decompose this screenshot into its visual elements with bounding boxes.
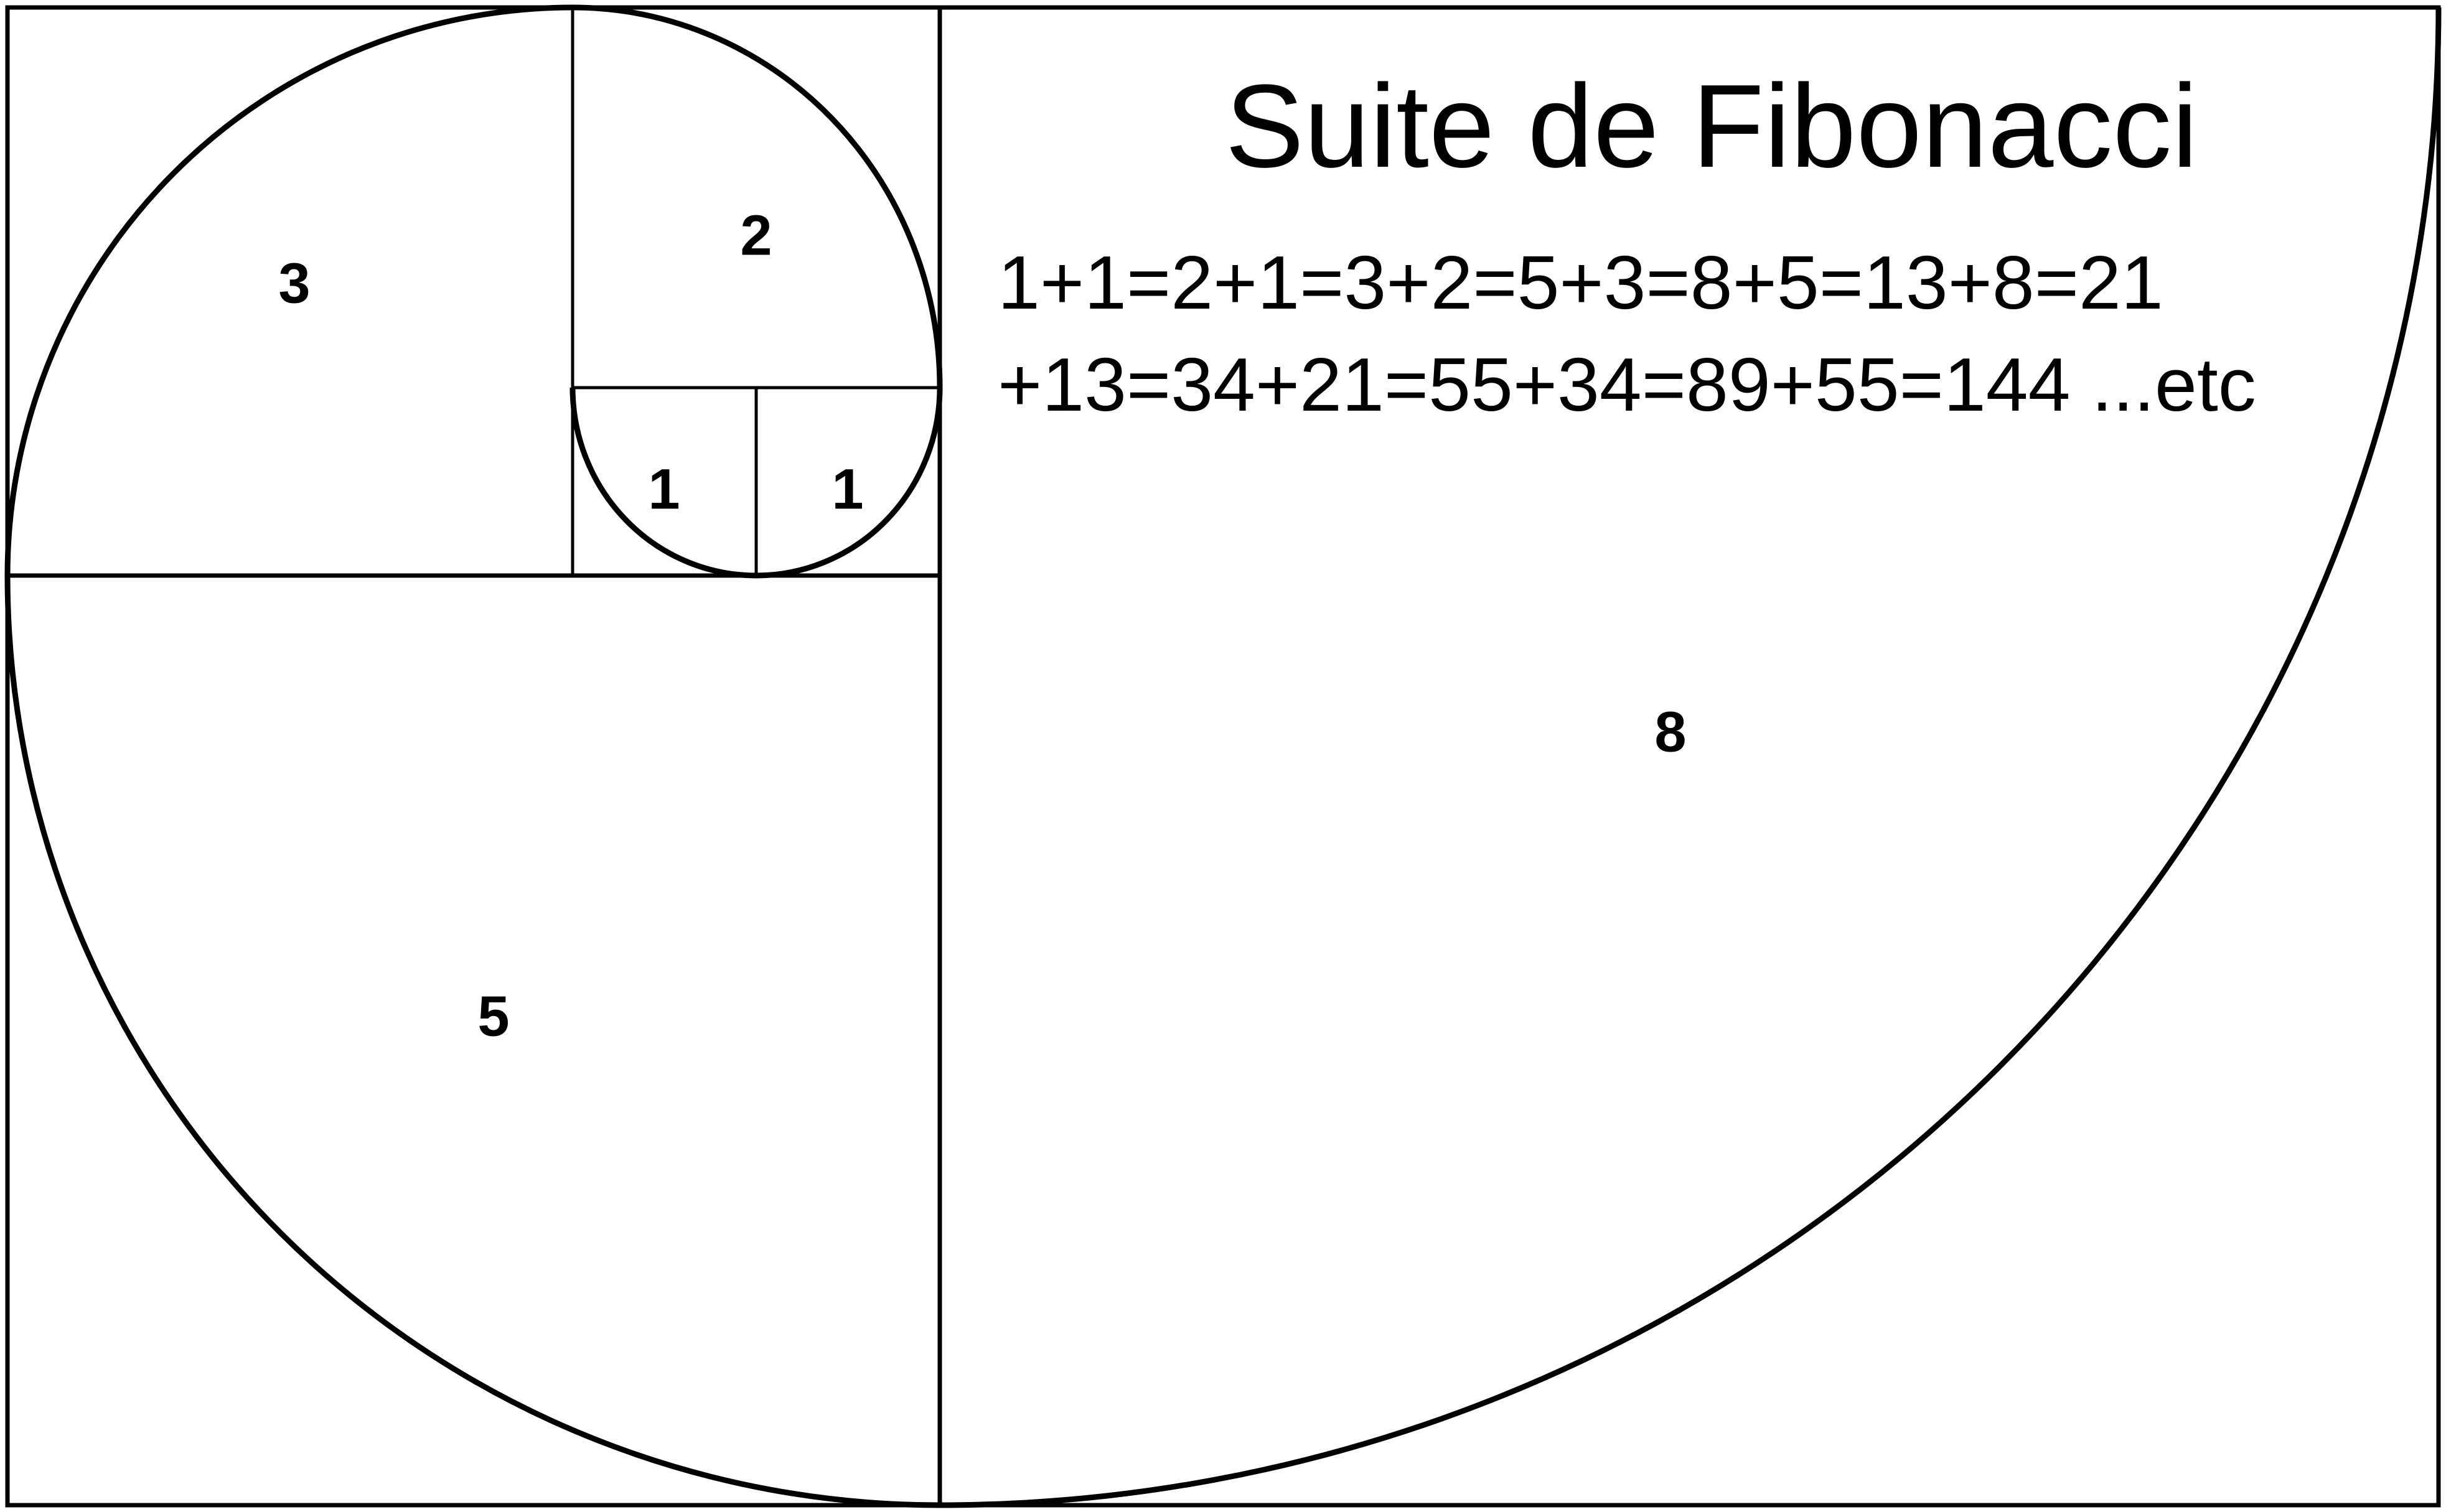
square-label-3: 3 [278, 251, 310, 315]
square-label-8: 8 [1654, 700, 1686, 763]
square-label-1b: 1 [832, 457, 863, 521]
square-label-5: 5 [477, 984, 509, 1048]
sequence-line-1: 1+1=2+1=3+2=5+3=8+5=13+8=21 [998, 240, 2163, 325]
diagram-title: Suite de Fibonacci [1225, 60, 2198, 192]
outer-frame [5, 5, 2441, 1508]
square-label-2: 2 [740, 203, 772, 267]
fibonacci-spiral [4, 4, 2442, 1508]
square-label-1a: 1 [648, 457, 680, 521]
sequence-line-2: +13=34+21=55+34=89+55=144 ...etc [998, 342, 2256, 427]
